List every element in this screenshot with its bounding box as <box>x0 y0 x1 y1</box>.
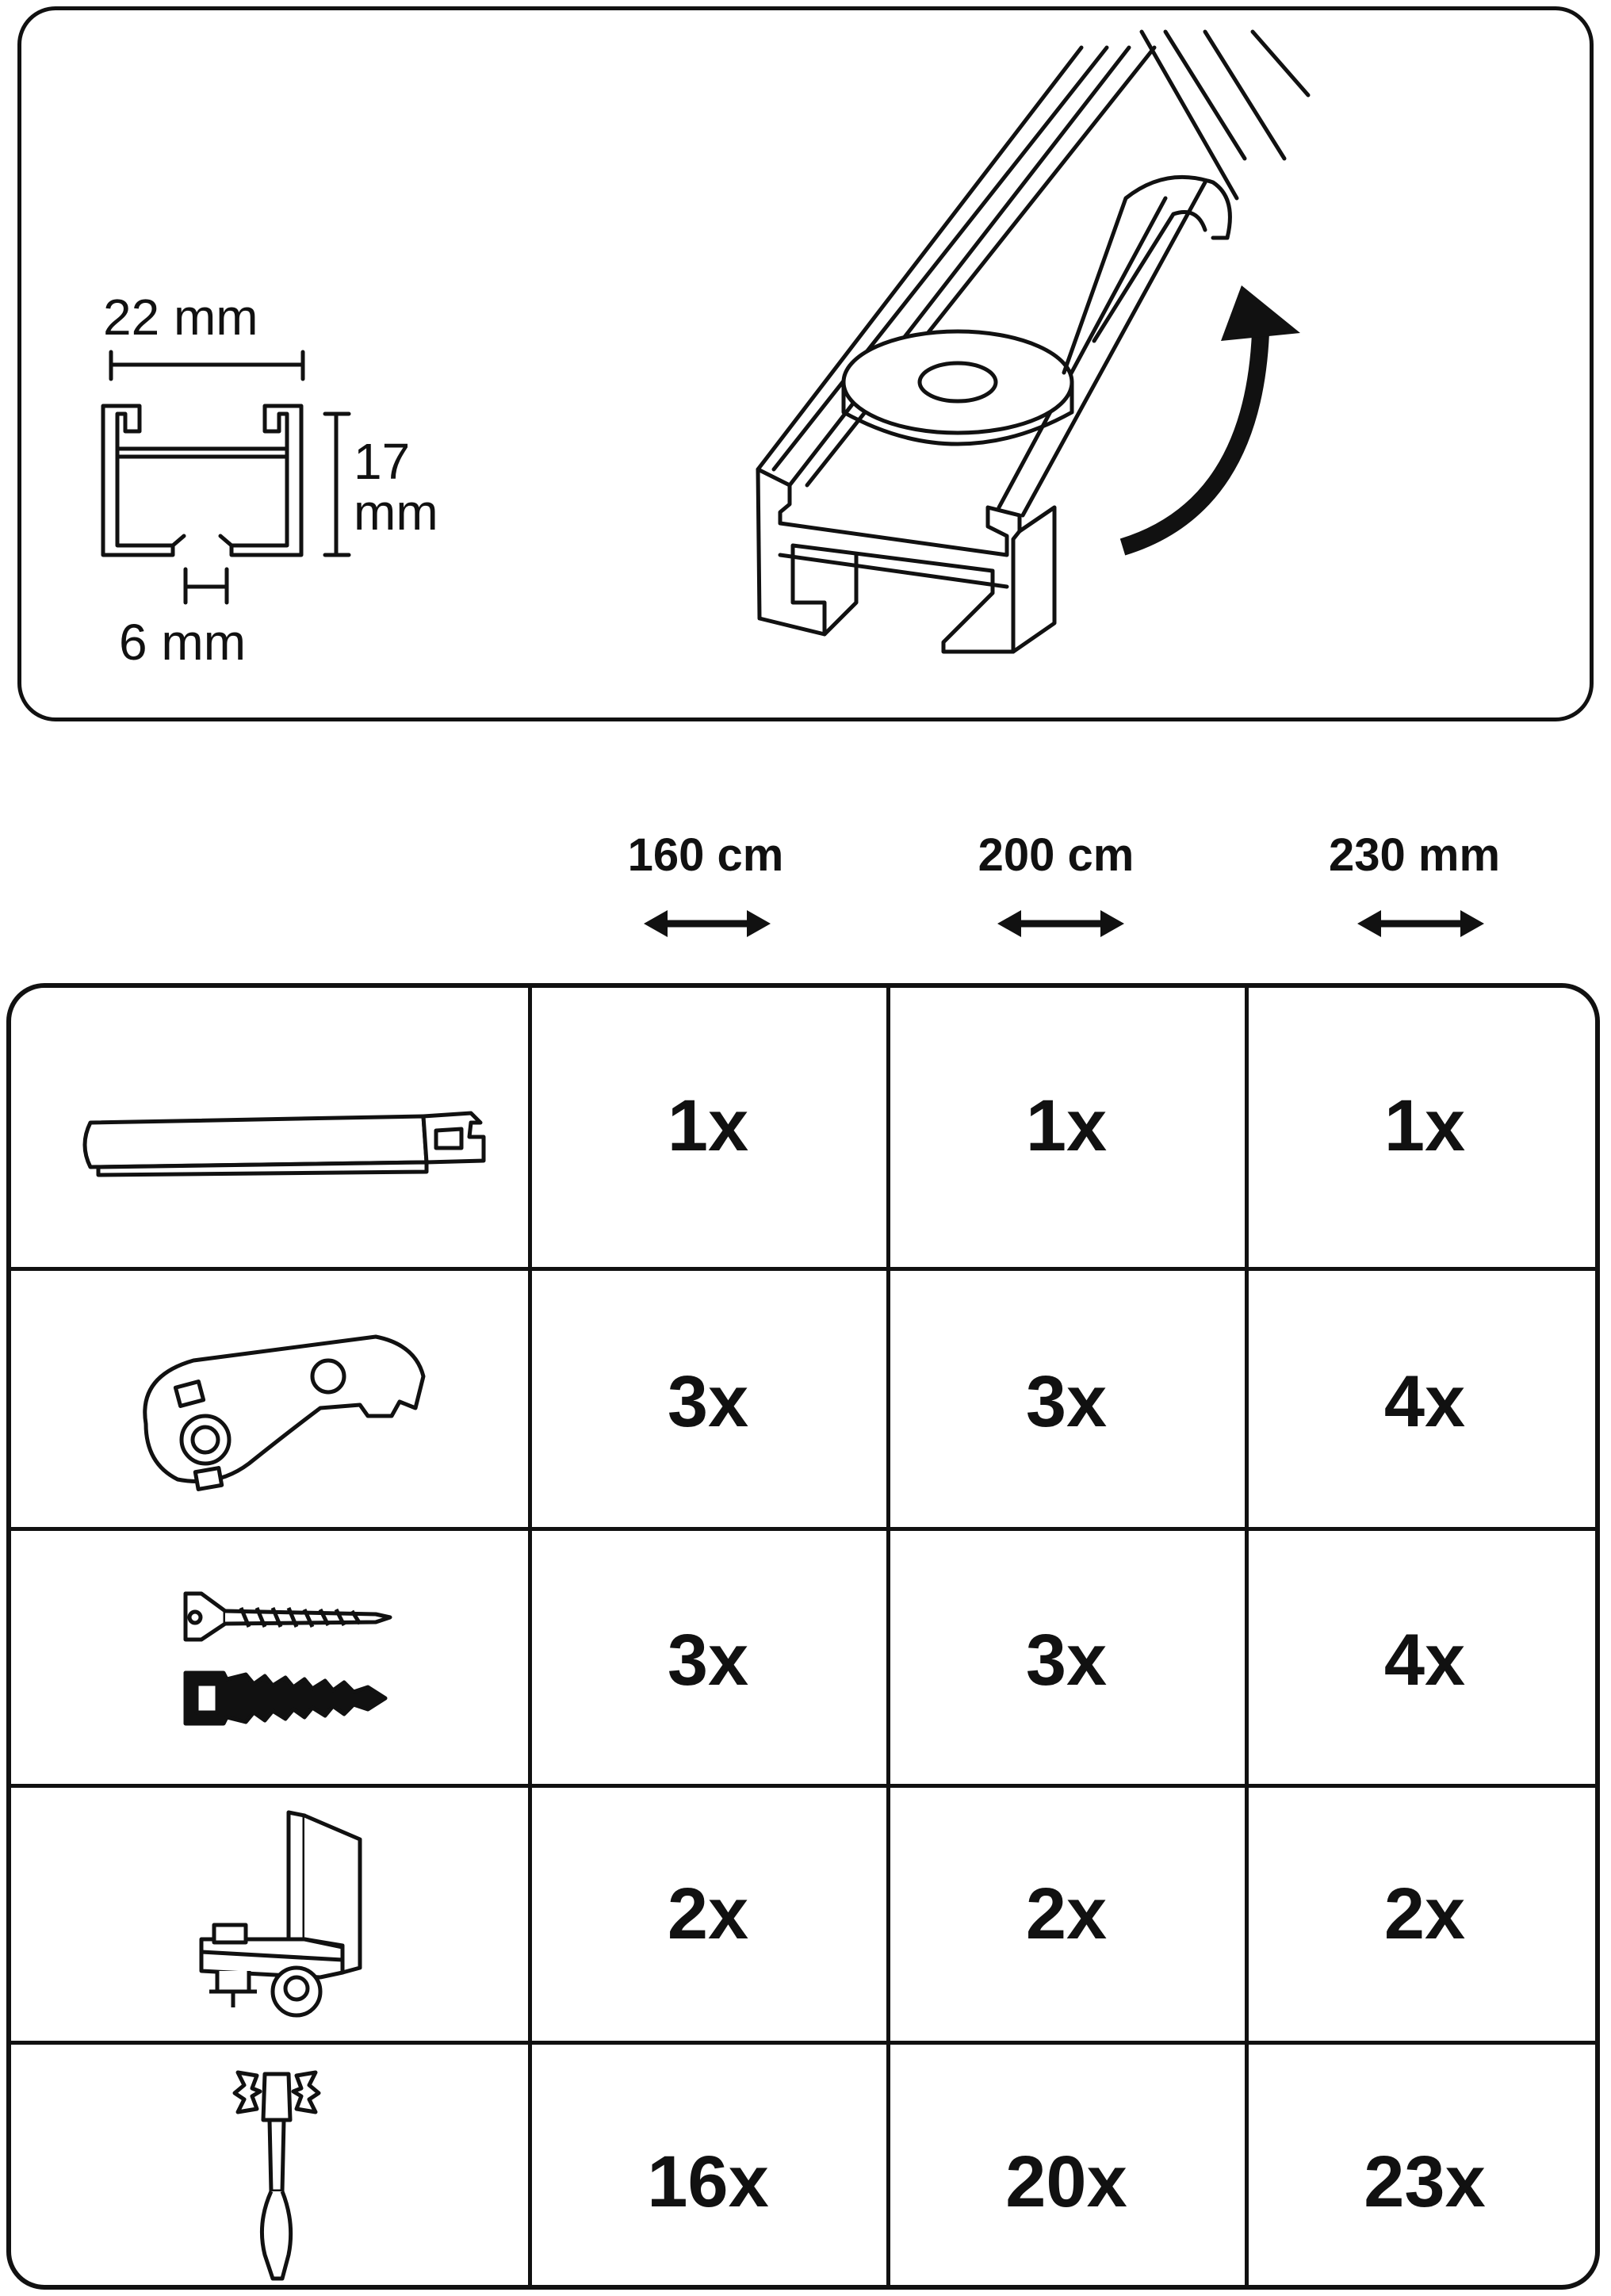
rail-3d-icon <box>756 29 1311 654</box>
row2-col1-qty: 3x <box>667 1361 749 1442</box>
column-divider <box>886 988 890 2285</box>
profile-height-unit: mm <box>354 484 438 541</box>
end-stop-icon <box>199 1810 362 2018</box>
length-arrow-icon <box>1357 910 1484 937</box>
row1-col2-qty: 1x <box>1025 1085 1108 1166</box>
row4-col3-qty: 2x <box>1383 1873 1466 1954</box>
profile-height-value: 17 <box>354 433 411 490</box>
row4-col1-qty: 2x <box>667 1873 749 1954</box>
profile-gap-label: 6 mm <box>119 614 246 671</box>
row1-col3-qty: 1x <box>1383 1085 1466 1166</box>
rail-assembly-illustration <box>101 29 1311 654</box>
row3-col3-qty: 4x <box>1383 1620 1466 1701</box>
row2-col2-qty: 3x <box>1025 1361 1108 1442</box>
row4-col2-qty: 2x <box>1025 1873 1108 1954</box>
ceiling-clip-on-rail-icon <box>841 174 1232 446</box>
profile-width-label: 22 mm <box>103 289 258 346</box>
row2-col3-qty: 4x <box>1383 1361 1466 1442</box>
row5-col1-qty: 16x <box>647 2141 769 2222</box>
column-divider <box>528 988 532 2285</box>
column-header-2: 200 cm <box>978 829 1135 881</box>
rotate-arrow-icon <box>1119 285 1300 556</box>
column-header-3: 230 mm <box>1328 829 1501 881</box>
row-divider <box>11 1267 1595 1271</box>
parts-table: 1x 1x 1x 3x 3x 4x 3x 3x 4x <box>6 983 1600 2290</box>
rail-profile-panel <box>17 6 1594 721</box>
row5-col2-qty: 20x <box>1005 2141 1127 2222</box>
row3-col1-qty: 3x <box>667 1620 749 1701</box>
row3-col2-qty: 3x <box>1025 1620 1108 1701</box>
ceiling-clip-icon <box>143 1334 426 1491</box>
profile-cross-section-icon <box>101 404 304 557</box>
screw-and-dowel-icon <box>183 1591 392 1726</box>
row-divider <box>11 1527 1595 1531</box>
row-divider <box>11 1784 1595 1788</box>
glider-hook-icon <box>232 2070 321 2281</box>
length-arrow-icon <box>997 910 1124 937</box>
row-divider <box>11 2041 1595 2045</box>
column-divider <box>1245 988 1249 2285</box>
row1-col1-qty: 1x <box>667 1085 749 1166</box>
length-arrow-icon <box>644 910 771 937</box>
column-header-1: 160 cm <box>627 829 784 881</box>
rail-icon <box>82 1111 486 1177</box>
row5-col3-qty: 23x <box>1364 2141 1486 2222</box>
